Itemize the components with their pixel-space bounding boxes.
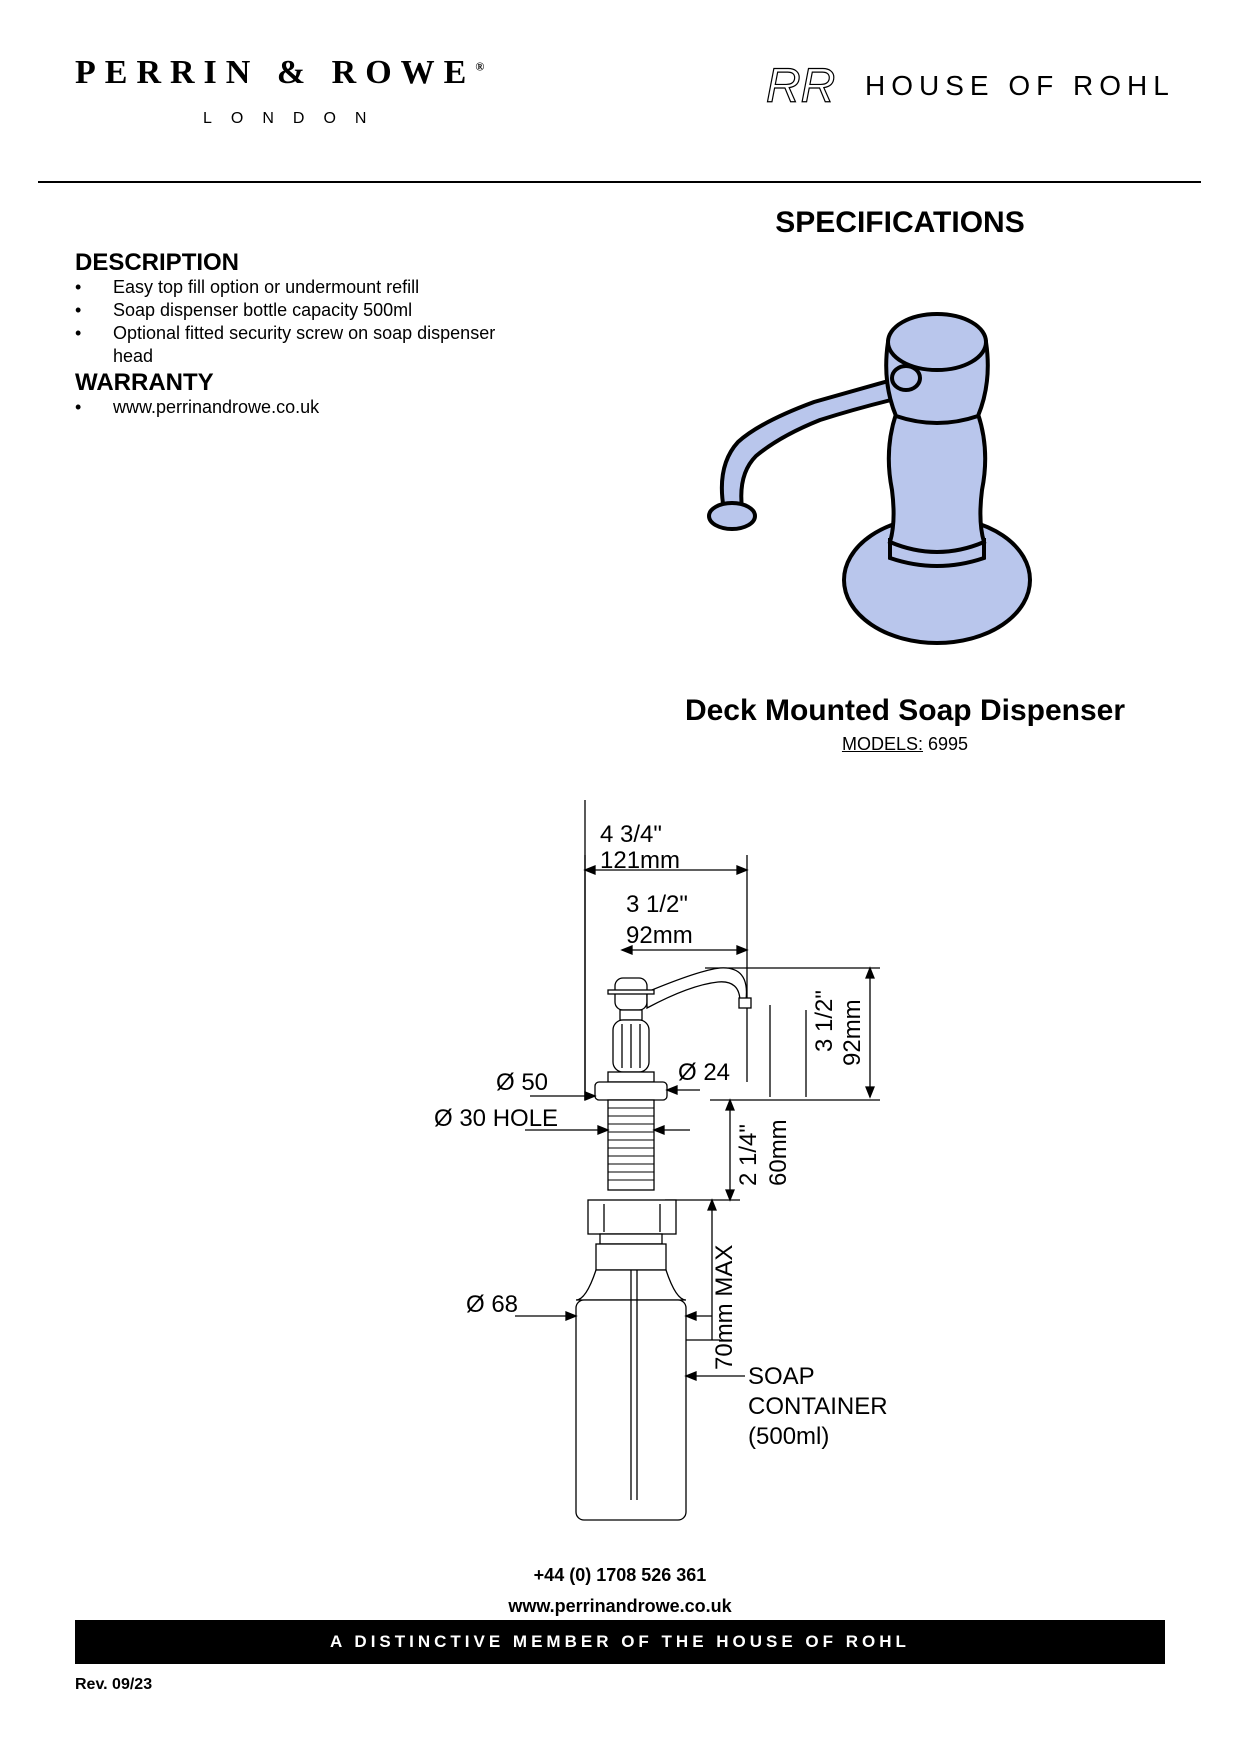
dim-overall-width-mm: 121mm (600, 847, 680, 874)
dim-shank-mm: 60mm (765, 1119, 792, 1186)
description-item: Soap dispenser bottle capacity 500ml (75, 299, 535, 322)
product-illustration (707, 312, 1032, 645)
revision-label: Rev. 09/23 (75, 1676, 153, 1693)
label-container-line1: SOAP (748, 1363, 815, 1390)
models-line: MODELS: 6995 (650, 734, 1160, 755)
brand-logo-london: LONDON (203, 110, 386, 127)
models-label: MODELS: (841, 734, 923, 754)
description-item: Easy top fill option or undermount refil… (75, 276, 535, 299)
dim-shank-in: 2 1/4" (735, 1124, 762, 1186)
house-of-rohl-monogram: RR (765, 59, 836, 113)
dim-base-dia: Ø 50 (496, 1069, 548, 1096)
dim-bottle-depth: 70mm MAX (711, 1245, 738, 1370)
warranty-link[interactable]: www.perrinandrowe.co.uk (75, 396, 535, 419)
footer-banner: A DISTINCTIVE MEMBER OF THE HOUSE OF ROH… (75, 1620, 1165, 1664)
dim-spout-reach-in: 3 1/2" (626, 891, 688, 918)
header-divider (38, 181, 1201, 183)
soap-dispenser-render (707, 312, 1032, 645)
technical-drawing: 4 3/4" 121mm 3 1/2" 92mm Ø 50 Ø 24 Ø 30 … (434, 800, 888, 1521)
footer-phone[interactable]: +44 (0) 1708 526 361 (533, 1565, 707, 1585)
product-title: Deck Mounted Soap Dispenser (684, 694, 1126, 727)
dim-overall-width-in: 4 3/4" (600, 821, 662, 848)
dim-body-dia: Ø 24 (678, 1059, 730, 1086)
specifications-heading: SPECIFICATIONS (775, 206, 1025, 239)
warranty-heading: WARRANTY (75, 369, 214, 396)
footer-website[interactable]: www.perrinandrowe.co.uk (508, 1596, 732, 1616)
monogram-text: RR (766, 60, 835, 113)
brand-logo-house-of-rohl: HOUSE OF ROHL (865, 70, 1175, 101)
brand-logo-perrin-rowe: PERRIN & ROWE® (75, 54, 485, 91)
description-list: Easy top fill option or undermount refil… (75, 276, 535, 368)
dim-hole: Ø 30 HOLE (434, 1105, 558, 1132)
label-container-line3: (500ml) (748, 1423, 829, 1450)
warranty-list: www.perrinandrowe.co.uk (75, 396, 535, 419)
models-value: 6995 (928, 734, 969, 754)
dim-spout-reach-mm: 92mm (626, 922, 693, 949)
description-heading: DESCRIPTION (75, 249, 240, 276)
description-item: Optional fitted security screw on soap d… (75, 322, 535, 368)
label-container-line2: CONTAINER (748, 1393, 888, 1420)
dim-bottle-dia: Ø 68 (466, 1291, 518, 1318)
dim-height-in: 3 1/2" (811, 990, 838, 1052)
dim-height-mm: 92mm (839, 999, 866, 1066)
